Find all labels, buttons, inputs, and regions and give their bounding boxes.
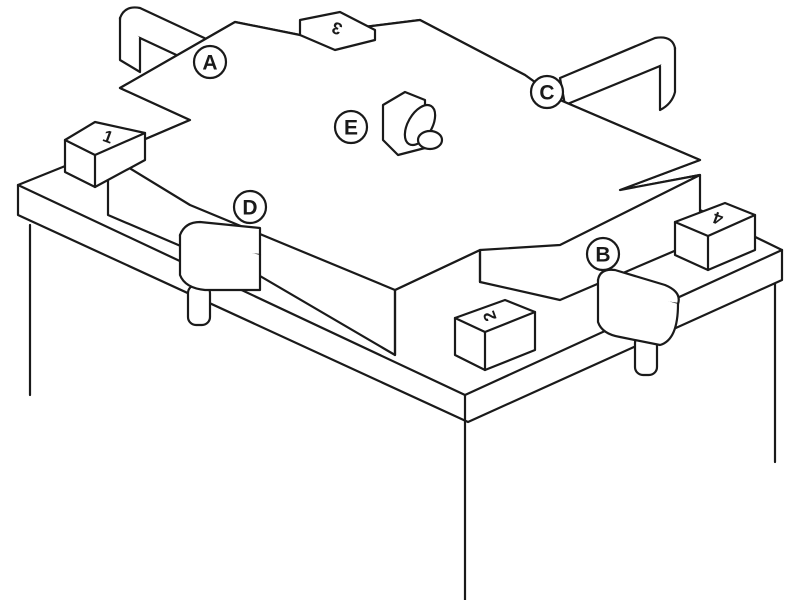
callout-a: A — [192, 44, 228, 80]
vent-fitting — [381, 90, 444, 157]
tab-3: 3 — [298, 10, 377, 52]
tab-2: 2 — [453, 298, 537, 372]
battery-body — [28, 223, 777, 600]
callout-c: C — [529, 74, 565, 110]
corner-loop-front-right — [596, 268, 680, 347]
callout-e: E — [333, 109, 369, 145]
callout-d: D — [232, 189, 268, 225]
corner-loop-back-right — [558, 36, 677, 112]
callout-d-label: D — [242, 197, 257, 220]
tab-4: 4 — [673, 201, 757, 272]
tab-1: 1 — [63, 120, 147, 189]
callout-c-label: C — [539, 82, 554, 105]
callout-b-label: B — [595, 244, 610, 267]
callout-a-label: A — [202, 52, 217, 75]
callout-e-label: E — [344, 117, 358, 140]
callout-b: B — [585, 236, 621, 272]
corner-loop-front-left — [178, 220, 262, 292]
